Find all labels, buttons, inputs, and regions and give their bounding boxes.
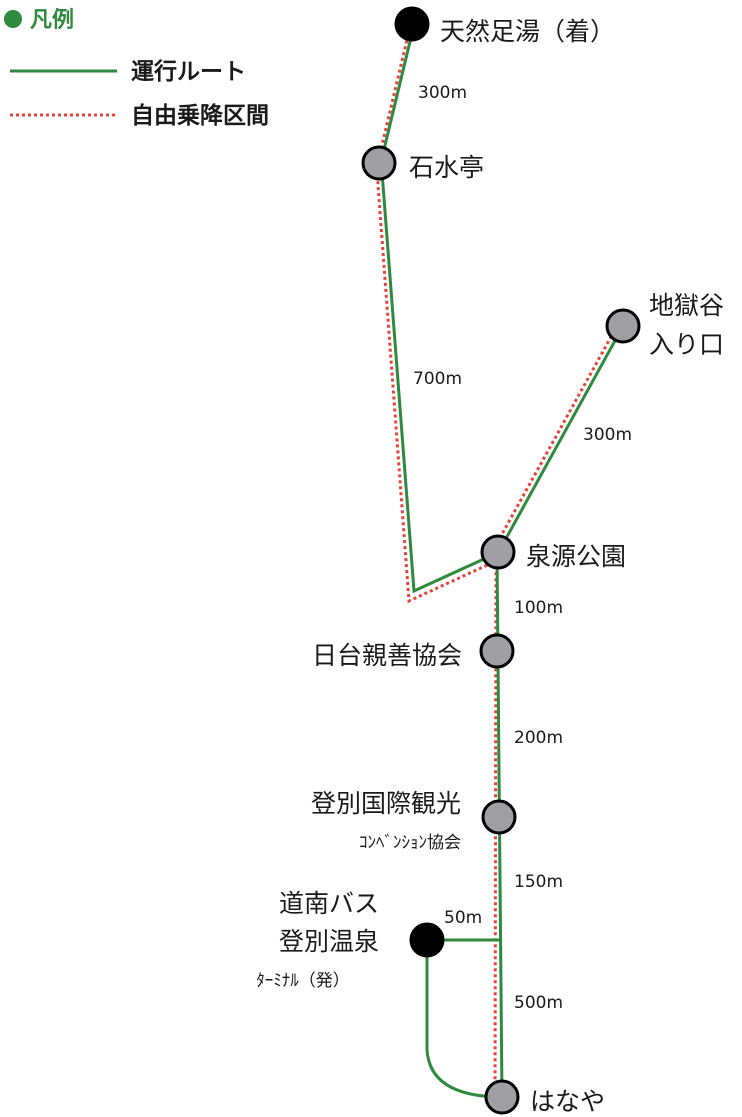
label-jigokudani-2: 入り口 bbox=[649, 330, 724, 359]
legend: 凡例 運行ルート 自由乗降区間 bbox=[4, 8, 269, 129]
distance-nichitai-kokusai: 200m bbox=[514, 728, 563, 748]
stop-jigokudani[interactable] bbox=[605, 308, 641, 344]
stop-bus-terminal[interactable] bbox=[409, 922, 445, 958]
stops bbox=[361, 6, 641, 1115]
label-terminal-1: 道南バス bbox=[279, 889, 379, 918]
stop-nichitai[interactable] bbox=[479, 633, 515, 669]
distance-sengen-nichitai: 100m bbox=[514, 598, 563, 618]
label-hanaya: はなや bbox=[530, 1087, 605, 1116]
distance-junction-hanaya: 500m bbox=[514, 993, 563, 1013]
route-path-jigoku bbox=[496, 327, 624, 554]
label-tennen-ashiyu: 天然足湯（着） bbox=[440, 17, 615, 46]
distance-terminal-junction: 50m bbox=[444, 908, 482, 928]
label-jigokudani-1: 地獄谷 bbox=[649, 291, 724, 320]
stop-hanaya[interactable] bbox=[484, 1079, 520, 1115]
stop-labels: 天然足湯（着） 石水亭 地獄谷 入り口 泉源公園 日台親善協会 登別国際観光 ｺ… bbox=[256, 17, 724, 1116]
stop-sengen-koen[interactable] bbox=[480, 534, 516, 570]
distance-kokusai-junction: 150m bbox=[514, 872, 563, 892]
distance-sengen-jigoku: 300m bbox=[583, 425, 632, 445]
legend-route-label: 運行ルート bbox=[131, 58, 246, 85]
distance-tennen-sekisui: 300m bbox=[418, 83, 467, 103]
legend-bullet-icon bbox=[4, 10, 22, 28]
label-terminal-2: 登別温泉 bbox=[279, 927, 379, 956]
label-nichitai: 日台親善協会 bbox=[312, 641, 462, 670]
legend-free-label: 自由乗降区間 bbox=[131, 102, 269, 129]
stop-sekisuitei[interactable] bbox=[361, 145, 397, 181]
stop-kokusai-kanko[interactable] bbox=[481, 799, 517, 835]
distance-sekisui-sengen: 700m bbox=[413, 369, 462, 389]
label-terminal-3: ﾀｰﾐﾅﾙ（発） bbox=[256, 971, 350, 991]
legend-title: 凡例 bbox=[30, 8, 74, 33]
distance-labels: 300m 700m 300m 100m 200m 150m 50m 500m bbox=[413, 83, 632, 1013]
label-sekisuitei: 石水亭 bbox=[409, 153, 484, 182]
stop-tennen-ashiyu[interactable] bbox=[394, 6, 430, 42]
label-kokusai-2: ｺﾝﾍﾞﾝｼｮﾝ協会 bbox=[359, 833, 461, 853]
free-path-jigoku bbox=[489, 325, 619, 555]
route-path-terminal-loop bbox=[425, 940, 501, 1099]
label-kokusai-1: 登別国際観光 bbox=[311, 789, 461, 818]
label-sengen-koen: 泉源公園 bbox=[526, 542, 626, 571]
